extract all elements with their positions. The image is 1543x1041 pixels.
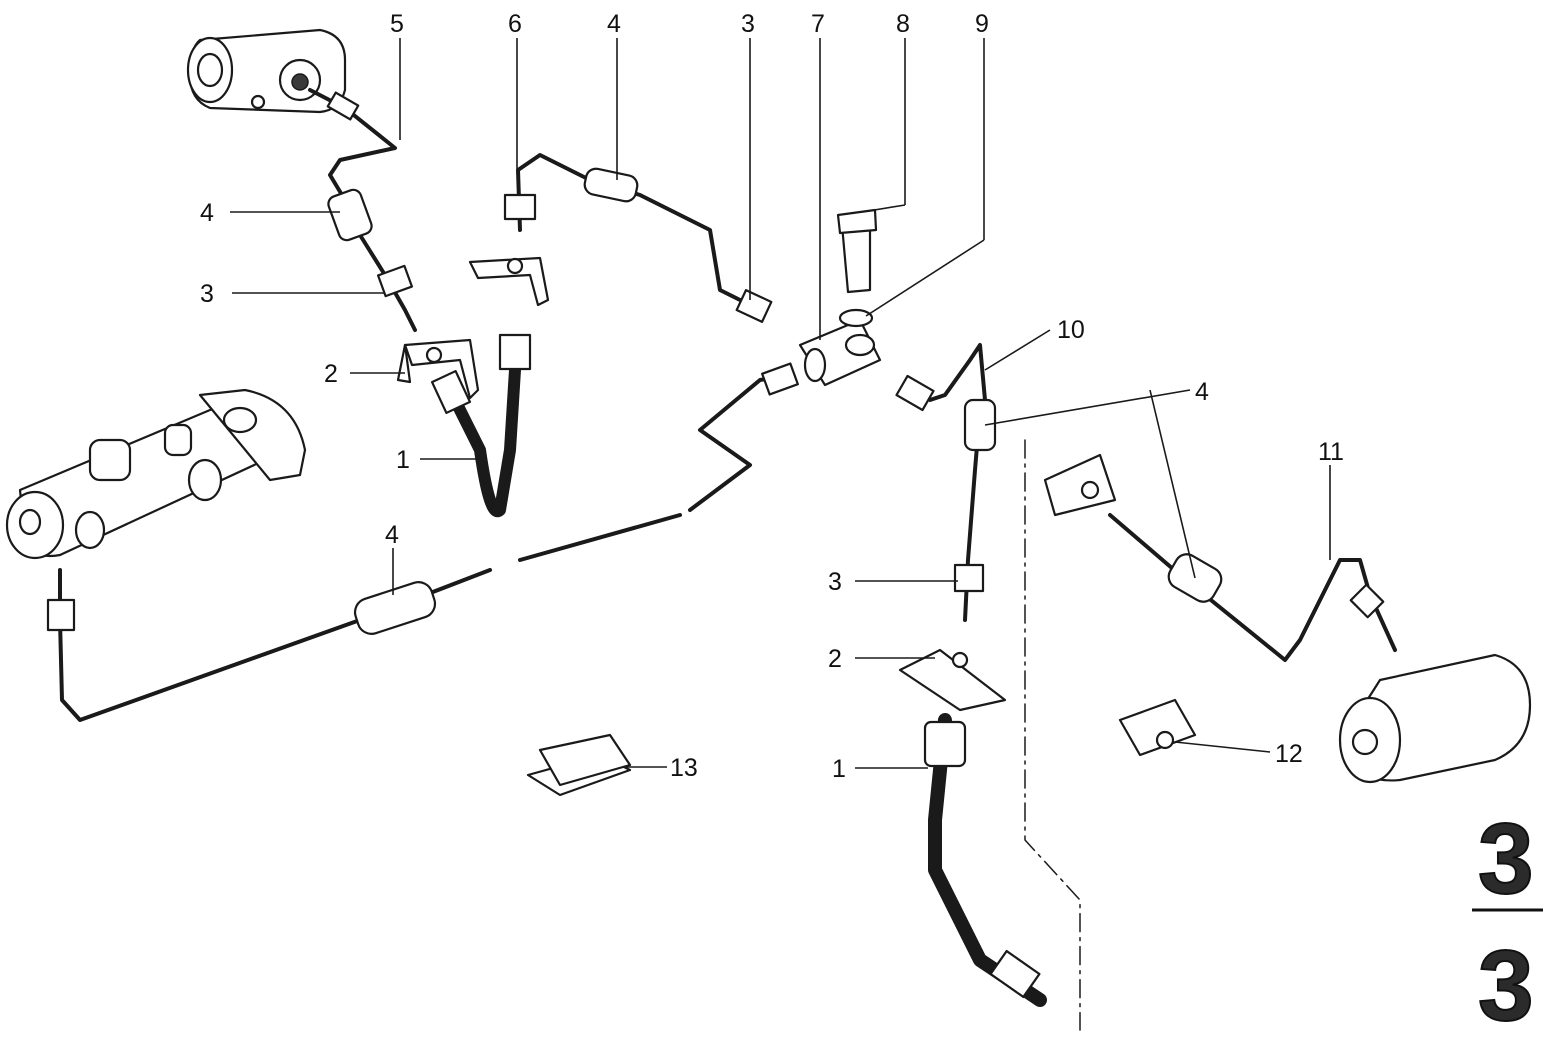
bracket-6 [468, 256, 550, 307]
callout-3-right: 3 [828, 568, 842, 596]
section-number-top: 3 [1478, 803, 1534, 915]
flex-hose-1-right [923, 713, 1047, 1007]
tee-connector-7 [761, 318, 935, 412]
callout-2-left: 2 [324, 360, 338, 388]
callout-9: 9 [975, 10, 989, 38]
callout-4-left: 4 [200, 199, 214, 227]
leader-lines [230, 38, 1331, 769]
callout-3-top: 3 [741, 10, 755, 38]
brake-line-10 [928, 343, 997, 622]
brake-line-4-main [46, 373, 792, 722]
brake-line-6 [503, 153, 773, 323]
hose-sleeve-4-left [327, 188, 417, 332]
washer-9 [838, 308, 874, 328]
callout-7: 7 [811, 10, 825, 38]
callout-4-right: 4 [1195, 378, 1209, 406]
callout-1-left: 1 [396, 446, 410, 474]
bolt-8 [836, 208, 878, 294]
callout-13: 13 [670, 754, 698, 782]
callout-6: 6 [508, 10, 522, 38]
section-number-bottom: 3 [1478, 930, 1534, 1041]
wheel-cylinder-rear-right [1338, 653, 1532, 784]
bracket-2-left [396, 338, 480, 400]
callout-1-right: 1 [832, 755, 846, 783]
brake-line-11 [1108, 513, 1397, 662]
callout-2-right: 2 [828, 645, 842, 673]
callout-4-top: 4 [607, 10, 621, 38]
wheel-cylinder-rear-left [186, 28, 347, 114]
bracket-right-upper [1043, 453, 1117, 517]
spring-clip-13 [526, 733, 632, 797]
callout-11: 11 [1318, 438, 1344, 466]
bracket-2-right [898, 648, 1007, 712]
callout-5: 5 [390, 10, 404, 38]
callout-12: 12 [1275, 740, 1303, 768]
callout-10: 10 [1057, 316, 1085, 344]
flex-hose-1-left [430, 333, 532, 518]
callout-3-left: 3 [200, 280, 214, 308]
master-cylinder [5, 388, 307, 560]
callout-4-bottom: 4 [385, 521, 399, 549]
brake-line-5 [308, 88, 397, 202]
section-indicator: 3 3 [1472, 802, 1543, 1041]
axis-line [1024, 439, 1081, 1031]
clip-12 [1118, 698, 1197, 757]
callout-8: 8 [896, 10, 910, 38]
